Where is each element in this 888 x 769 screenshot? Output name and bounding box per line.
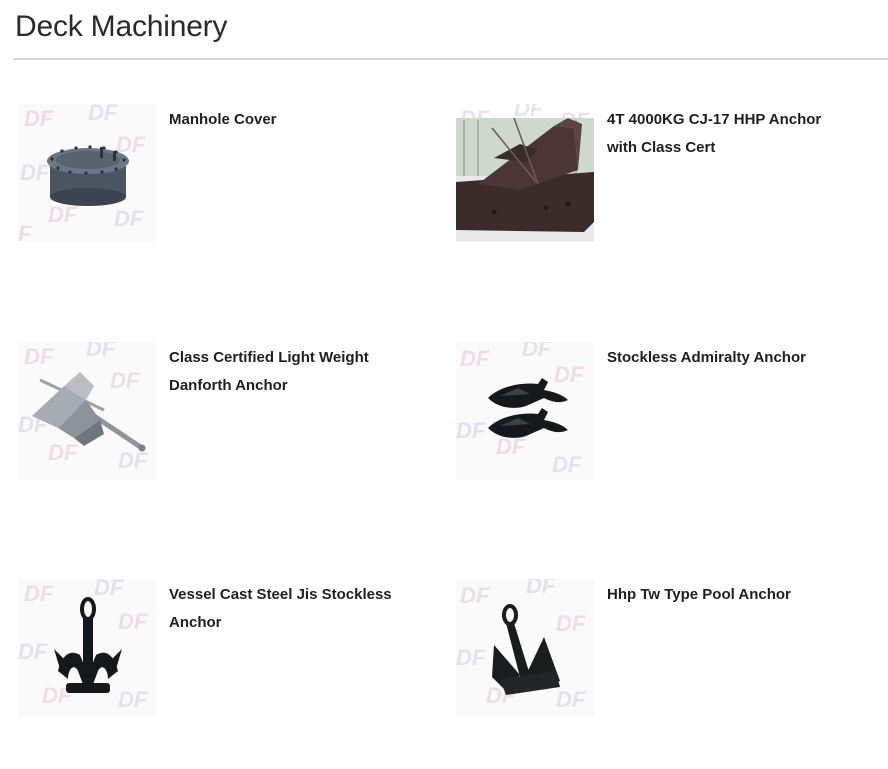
product-card: DF DF DF DF DF DF Stockless Admiralty An… (456, 342, 876, 482)
pool-anchor-icon: DF DF DF DF DF DF (456, 579, 586, 712)
manhole-cover-icon: DF DF DF DF DF DF F (18, 104, 146, 242)
svg-text:DF: DF (554, 362, 584, 387)
svg-text:DF: DF (20, 160, 50, 185)
product-title-link[interactable]: Vessel Cast Steel Jis Stockless Anchor (169, 586, 392, 631)
product-card: DF DF DF DF DF DF F Manho (18, 104, 438, 244)
svg-text:DF: DF (456, 645, 486, 670)
svg-text:DF: DF (18, 639, 48, 664)
product-card: DF DF DF 4T 4000KG CJ-17 HHP Anchor with… (456, 104, 876, 244)
svg-text:DF: DF (110, 368, 140, 393)
product-title-link[interactable]: Class Certified Light Weight Danforth An… (169, 349, 369, 394)
product-title-link[interactable]: Manhole Cover (169, 111, 277, 128)
hhp-anchor-icon: DF DF DF (456, 104, 594, 242)
product-image-link[interactable]: DF DF DF (456, 104, 594, 242)
title-divider (13, 58, 888, 60)
page-title: Deck Machinery (15, 10, 228, 43)
product-title-link[interactable]: Hhp Tw Type Pool Anchor (607, 586, 791, 603)
product-image-link[interactable]: DF DF DF DF DF DF (18, 579, 156, 717)
product-image-link[interactable]: DF DF DF DF DF DF (18, 342, 156, 480)
svg-text:DF: DF (456, 418, 486, 443)
svg-text:DF: DF (460, 346, 490, 371)
svg-text:DF: DF (48, 202, 78, 227)
svg-text:DF: DF (86, 342, 116, 361)
svg-text:DF: DF (118, 448, 148, 473)
svg-text:DF: DF (556, 687, 586, 712)
svg-text:DF: DF (460, 583, 490, 608)
svg-text:DF: DF (526, 579, 556, 598)
product-image-link[interactable]: DF DF DF DF DF DF F (18, 104, 156, 242)
svg-text:DF: DF (496, 434, 526, 459)
svg-text:DF: DF (24, 106, 54, 131)
svg-text:DF: DF (24, 581, 54, 606)
product-card: DF DF DF DF DF DF Class Certified Light … (18, 342, 438, 482)
svg-text:DF: DF (118, 687, 148, 712)
svg-text:DF: DF (114, 206, 144, 231)
product-image-link[interactable]: DF DF DF DF DF DF (456, 579, 594, 717)
svg-text:DF: DF (522, 342, 552, 361)
product-card: DF DF DF DF DF DF Vessel Cast Steel Jis … (18, 579, 438, 719)
svg-text:DF: DF (24, 344, 54, 369)
svg-text:DF: DF (556, 611, 586, 636)
jis-stockless-anchor-icon: DF DF DF DF DF DF (18, 579, 148, 712)
svg-text:DF: DF (48, 440, 78, 465)
svg-text:DF: DF (552, 452, 582, 477)
svg-text:DF: DF (88, 104, 118, 125)
danforth-anchor-icon: DF DF DF DF DF DF (18, 342, 148, 473)
product-title-link[interactable]: Stockless Admiralty Anchor (607, 349, 806, 366)
stockless-admiralty-anchor-icon: DF DF DF DF DF DF (456, 342, 584, 477)
svg-text:DF: DF (94, 579, 124, 600)
svg-text:F: F (18, 221, 32, 242)
product-title-link[interactable]: 4T 4000KG CJ-17 HHP Anchor with Class Ce… (607, 111, 822, 156)
product-card: DF DF DF DF DF DF Hhp Tw Type Pool Ancho… (456, 579, 876, 719)
svg-text:DF: DF (514, 104, 544, 121)
svg-text:DF: DF (116, 132, 146, 157)
product-image-link[interactable]: DF DF DF DF DF DF (456, 342, 594, 480)
svg-text:DF: DF (118, 609, 148, 634)
